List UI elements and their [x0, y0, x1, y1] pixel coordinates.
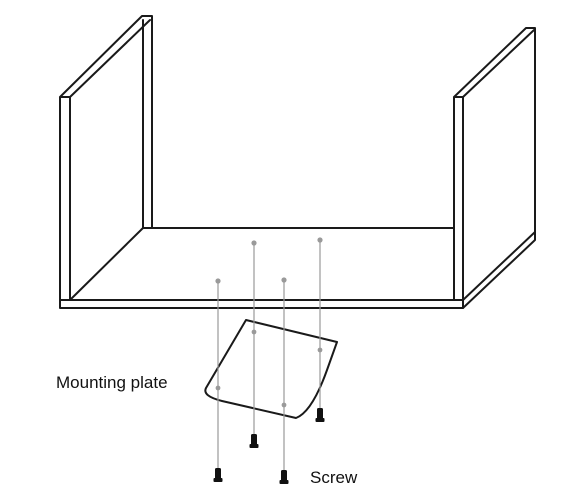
screw-icon: [279, 470, 289, 484]
plate-hole-dot: [281, 402, 287, 408]
bottom-board-top-edges: [69, 227, 536, 309]
hole-dot: [215, 278, 221, 284]
hole-dots: [215, 237, 323, 408]
guide-lines: [217, 240, 321, 470]
left-side-panel: [59, 15, 153, 301]
hole-dot: [251, 240, 257, 246]
mounting-plate-label: Mounting plate: [56, 373, 168, 392]
plate-hole-dot: [215, 385, 221, 391]
hole-dot: [317, 237, 323, 243]
mounting-plate: [204, 319, 338, 419]
cabinet-frame: [59, 15, 536, 309]
screws: [213, 408, 325, 484]
screw-label: Screw: [310, 468, 358, 487]
right-side-panel: [453, 27, 536, 301]
screw-icon: [315, 408, 325, 422]
bottom-board: [59, 299, 464, 309]
plate-hole-dot: [251, 329, 257, 335]
hole-dot: [281, 277, 287, 283]
screw-icon: [213, 468, 223, 482]
screw-icon: [249, 434, 259, 448]
plate-hole-dot: [317, 347, 323, 353]
mounting-plate-outline: [204, 319, 338, 419]
